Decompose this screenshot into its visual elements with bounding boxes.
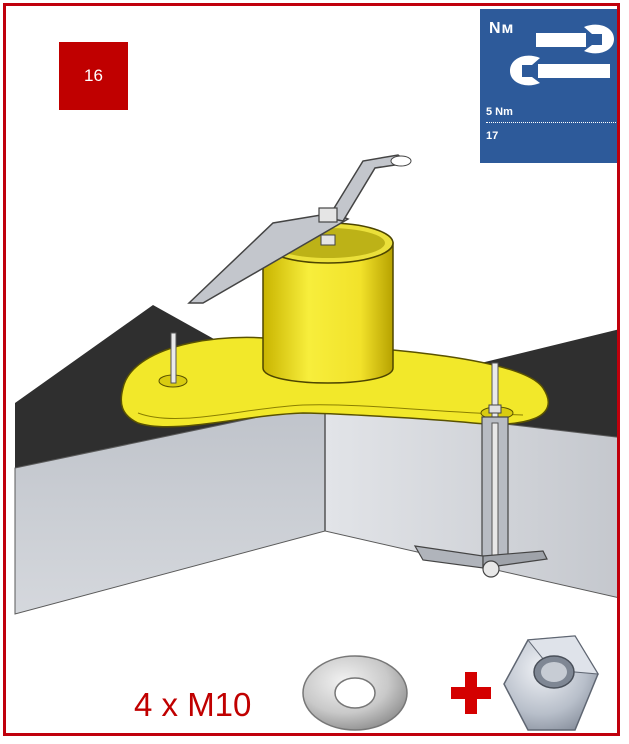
wrench-size: 17: [486, 130, 499, 142]
torque-divider: [486, 122, 616, 123]
washer-icon: [302, 655, 408, 731]
torque-spec-panel: Nм 5 Nm 17: [480, 9, 617, 163]
roof-flange-illustration: [14, 154, 617, 615]
illustration-frame: 16 Nм 5 Nm 17 4 x M10: [3, 3, 620, 736]
step-number-badge: 16: [59, 42, 128, 110]
panel-wall-right: [324, 402, 617, 598]
hex-nut-icon: [503, 635, 599, 731]
torque-value: 5 Nm: [486, 106, 513, 118]
wrench-icon: [510, 24, 614, 86]
flange-tube: [262, 242, 394, 384]
step-number: 16: [84, 66, 103, 85]
hardware-quantity-label: 4 x M10: [134, 686, 252, 723]
plus-icon: [451, 672, 491, 714]
torque-unit-label: Nм: [489, 20, 515, 37]
